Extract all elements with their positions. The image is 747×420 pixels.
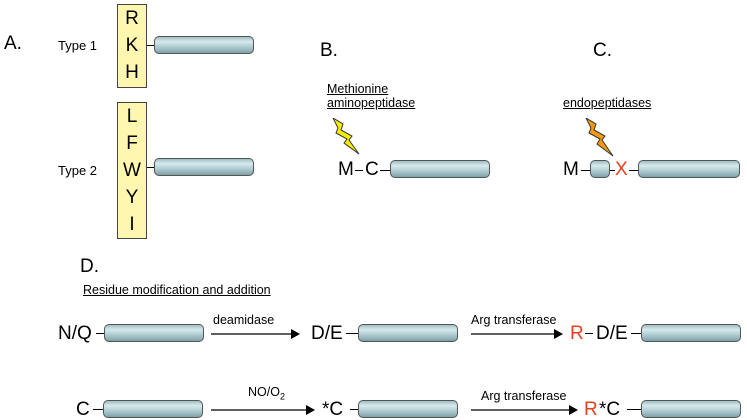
m-c-bond: [355, 170, 363, 172]
deamidase-arrow: [211, 329, 300, 339]
row2-bond: [93, 409, 103, 411]
lightning-bolt-icon: [332, 118, 360, 155]
panel-c-protein: [638, 160, 740, 178]
type2-residue-box: L F W Y I: [117, 102, 147, 239]
row1-end-protein: [641, 324, 741, 342]
row1-mid-protein: [358, 324, 458, 342]
row1-mid-bond: [346, 333, 358, 335]
cysteine-residue: C: [365, 159, 379, 180]
residue-modification-title: Residue modification and addition: [83, 283, 271, 297]
type2-residue: F: [126, 132, 138, 154]
type1-residue: K: [125, 34, 139, 56]
type2-residue: Y: [125, 186, 139, 208]
arg-transferase-arrow: [471, 405, 578, 415]
row2-end-bond: [627, 409, 641, 411]
lightning-bolt-icon: [585, 118, 614, 157]
x-protein-bond: [629, 170, 638, 172]
m-fragment-bond: [581, 170, 590, 172]
type1-label: Type 1: [58, 38, 98, 53]
row2-protein: [103, 400, 203, 418]
type1-residue: R: [125, 7, 139, 29]
fragment-x-bond: [610, 170, 615, 172]
panel-b-protein: [390, 160, 490, 178]
added-arginine: R: [570, 323, 584, 344]
panel-label-b: B.: [320, 40, 338, 61]
oxidized-c-residue: *C: [322, 399, 344, 420]
no-o2-label: NO/O2: [248, 385, 285, 402]
panel-label-d: D.: [80, 256, 99, 277]
type2-protein: [154, 158, 254, 176]
methionine-residue: M: [338, 159, 354, 180]
row1-bond: [96, 333, 104, 335]
c-protein-bond: [380, 170, 390, 172]
arg-transferase-label: Arg transferase: [471, 313, 557, 327]
deamidase-label: deamidase: [213, 313, 275, 327]
row2-mid-protein: [358, 400, 458, 418]
type2-residue: L: [126, 105, 138, 127]
row1-end-bond: [631, 333, 641, 335]
de-residue: D/E: [311, 323, 343, 344]
arg-transferase-label: Arg transferase: [481, 389, 567, 403]
row1-protein: [104, 324, 204, 342]
type1-residue-box: R K H: [117, 4, 147, 88]
row2-mid-bond: [350, 409, 358, 411]
added-arginine: R: [584, 399, 598, 420]
type1-protein: [154, 36, 254, 54]
oxidation-arrow: [211, 405, 315, 415]
nq-residue: N/Q: [58, 323, 92, 344]
panel-c-small-fragment: [590, 160, 610, 178]
methionine-residue: M: [563, 159, 579, 180]
methionine-aminopeptidase-label: Methionine aminopeptidase: [327, 82, 416, 110]
type2-label: Type 2: [58, 163, 98, 178]
row2-end-protein: [641, 400, 741, 418]
panel-label-a: A.: [4, 33, 22, 54]
cleavage-residue-x: X: [615, 159, 628, 180]
c-residue: C: [76, 399, 90, 420]
arg-transferase-arrow: [471, 329, 563, 339]
r-de-bond: [585, 333, 593, 335]
type2-residue: W: [123, 159, 141, 181]
type1-residue: H: [125, 62, 139, 84]
type1-bond: [147, 45, 154, 47]
panel-label-c: C.: [593, 40, 612, 61]
oxidized-c-residue-end: *C: [599, 399, 621, 420]
de-residue-end: D/E: [596, 323, 628, 344]
type2-residue: I: [129, 213, 135, 235]
type2-bond: [147, 167, 154, 169]
endopeptidases-label: endopeptidases: [563, 96, 652, 110]
